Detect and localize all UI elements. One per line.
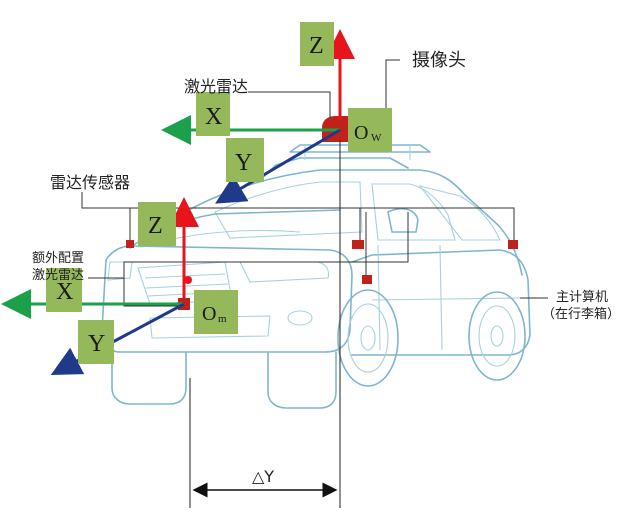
- mount-label-boxes: Z X Y O m: [46, 202, 238, 364]
- leader-lines: [81, 59, 548, 307]
- extra-lidar-label-1: 额外配置: [32, 251, 84, 266]
- rear-radar: [508, 240, 518, 249]
- radar-sensor-label: 雷达传感器: [50, 173, 130, 192]
- world-y-label: Y: [235, 150, 252, 176]
- world-z-label: Z: [309, 33, 324, 59]
- main-computer-label-2: （在行李箱）: [542, 306, 620, 322]
- text-labels: 摄像头 激光雷达 雷达传感器 额外配置 激光雷达 主计算机 （在行李箱）: [32, 50, 620, 322]
- mount-origin-sub: m: [218, 313, 227, 325]
- world-origin-label: O: [354, 122, 368, 144]
- car-outline: [101, 144, 531, 409]
- front-radar-right: [352, 240, 364, 249]
- mount-x-label: X: [56, 279, 73, 305]
- delta-y-label: △Y: [252, 467, 274, 486]
- side-radar: [362, 275, 372, 284]
- mount-origin-label: O: [202, 303, 216, 325]
- lidar-label: 激光雷达: [184, 77, 248, 96]
- mount-y-label: Y: [88, 331, 105, 357]
- world-x-label: X: [205, 104, 222, 130]
- bumper-marker: [184, 276, 192, 284]
- front-radar-left: [126, 240, 134, 248]
- extra-lidar-label-2: 激光雷达: [32, 268, 84, 283]
- camera-label: 摄像头: [412, 50, 466, 71]
- world-label-boxes: Z X Y O W: [196, 22, 392, 182]
- world-origin-sub: W: [371, 132, 382, 144]
- world-y-axis: [215, 128, 341, 204]
- main-computer-label-1: 主计算机: [556, 290, 608, 305]
- mount-z-label: Z: [148, 213, 163, 239]
- delta-y-dimension: △Y: [189, 140, 341, 508]
